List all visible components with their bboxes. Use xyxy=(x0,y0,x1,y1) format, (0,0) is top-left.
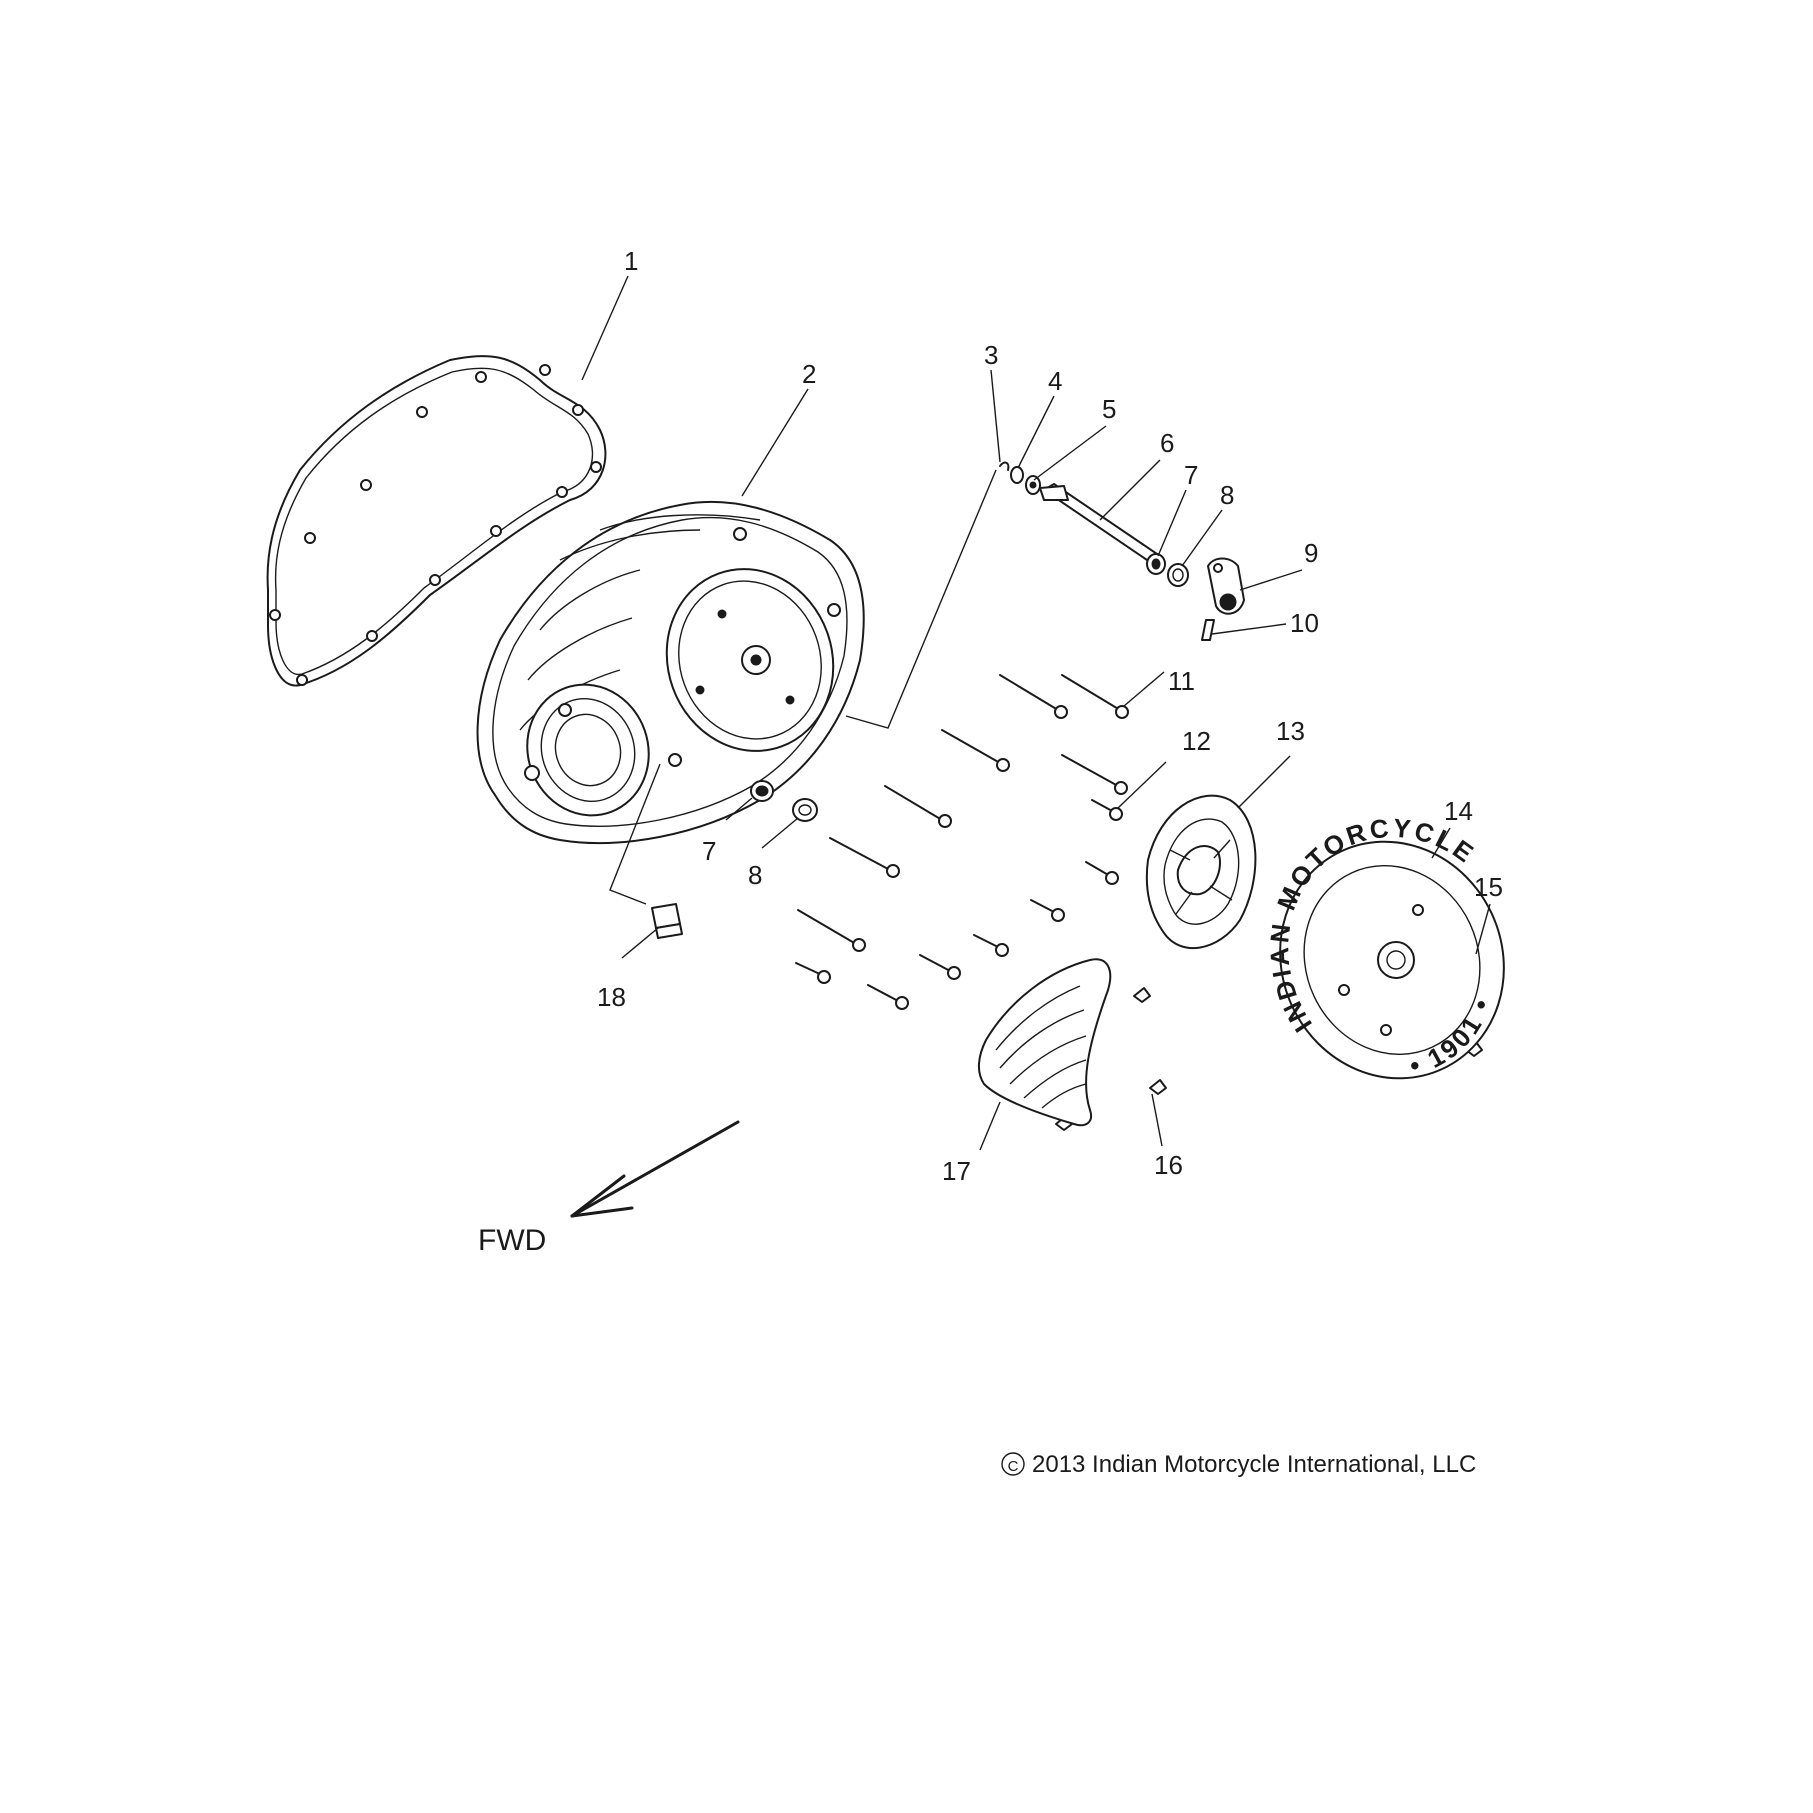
callout-numbers: 1 2 3 4 5 6 7 8 9 10 11 12 13 14 15 16 1… xyxy=(597,246,1503,1186)
pin-part-10 xyxy=(1201,619,1215,641)
seal-part-8-upper xyxy=(1167,563,1189,587)
callout-14: 14 xyxy=(1444,796,1473,826)
callout-17: 17 xyxy=(942,1156,971,1186)
callout-12: 12 xyxy=(1182,726,1211,756)
release-lever-part-9 xyxy=(1207,557,1245,615)
callout-9: 9 xyxy=(1304,538,1318,568)
callout-18: 18 xyxy=(597,982,626,1012)
washer-part-4 xyxy=(1010,466,1024,484)
leader-lines xyxy=(581,275,1491,1151)
cover-boss-holes xyxy=(524,527,841,781)
callout-11: 11 xyxy=(1168,666,1195,696)
shaft-part-6 xyxy=(1039,483,1161,563)
callout-5: 5 xyxy=(1102,394,1116,424)
inspection-dome xyxy=(526,683,650,817)
callout-8-lower: 8 xyxy=(748,860,762,890)
callout-3: 3 xyxy=(984,340,998,370)
callout-15: 15 xyxy=(1474,872,1503,902)
bearing-part-7-lower xyxy=(750,780,774,802)
cover-ribs xyxy=(519,514,761,731)
callout-13: 13 xyxy=(1276,716,1305,746)
clutch-plate-part-13 xyxy=(1145,794,1257,949)
callout-2: 2 xyxy=(802,359,816,389)
clutch-hub-dome xyxy=(665,568,835,752)
clip-part-3 xyxy=(999,461,1010,471)
medium-bolts-part-12 xyxy=(795,754,1128,1010)
callout-16: 16 xyxy=(1154,1150,1183,1180)
callout-7-upper: 7 xyxy=(1184,460,1198,490)
forward-label: FWD xyxy=(478,1224,546,1257)
callout-4: 4 xyxy=(1048,366,1062,396)
finned-cover-part-17 xyxy=(978,958,1112,1127)
block-part-18 xyxy=(651,903,683,939)
callout-10: 10 xyxy=(1290,608,1319,638)
copyright-symbol: C xyxy=(1008,1458,1019,1475)
long-bolts-part-11 xyxy=(797,674,1129,952)
gasket-part-1 xyxy=(266,355,607,687)
callout-7-lower: 7 xyxy=(702,836,716,866)
forward-direction-arrow: FWD xyxy=(478,1120,740,1257)
copyright-notice: C 2013 Indian Motorcycle International, … xyxy=(1001,1451,1476,1478)
copyright-text: 2013 Indian Motorcycle International, LL… xyxy=(1032,1451,1476,1478)
callout-8-upper: 8 xyxy=(1220,480,1234,510)
callout-6: 6 xyxy=(1160,428,1174,458)
shaft-assembly xyxy=(999,461,1189,587)
callout-1: 1 xyxy=(624,246,638,276)
emblem-cover-part-14: INDIAN MOTORCYCLE • 1901 • xyxy=(1264,813,1505,1081)
primary-cover-part-2 xyxy=(476,500,865,845)
seal-part-5 xyxy=(1025,475,1041,495)
seal-part-8-lower xyxy=(792,798,818,822)
bearing-part-7-upper xyxy=(1146,553,1166,575)
gasket-bolt-holes xyxy=(269,364,602,686)
